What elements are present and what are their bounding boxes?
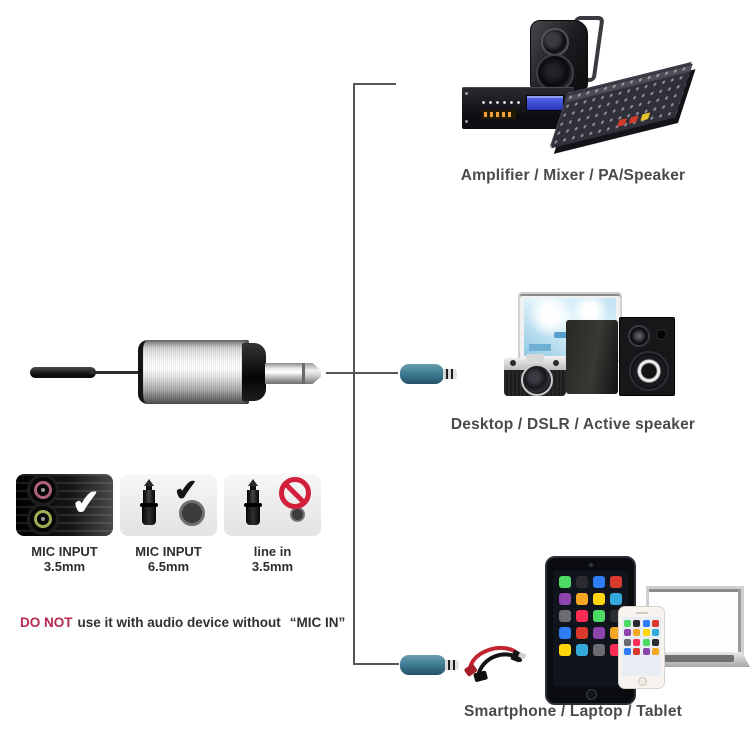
line-jack-green-icon	[30, 506, 56, 532]
check-icon: ✔	[70, 483, 102, 523]
tile-line-in-3.5mm	[224, 474, 321, 536]
tile-mic-input-6.5mm: ✔	[120, 474, 217, 536]
jack-hole-icon	[179, 500, 205, 526]
connector-branch-bottom	[353, 663, 399, 665]
tile-mic-input-3.5mm: ✔	[16, 474, 113, 536]
warning-body: use it with audio device without	[77, 615, 281, 630]
receiver-body	[138, 340, 249, 404]
speaker-front-icon	[619, 317, 675, 396]
splitter-cable-icon	[464, 646, 526, 682]
tablet-app-grid	[553, 571, 628, 661]
plug-shaft-6.35mm	[265, 363, 303, 384]
adapter-6.35-to-3.5-icon	[400, 655, 446, 675]
caption-amplifier: Amplifier / Mixer / PA/Speaker	[460, 167, 686, 184]
caption-smartphone: Smartphone / Laptop / Tablet	[463, 703, 682, 720]
quarter-inch-plug-icon	[242, 479, 264, 531]
prohibited-icon	[279, 477, 311, 509]
smartphone-icon	[618, 606, 665, 689]
dslr-camera-icon	[504, 354, 566, 396]
plug-groove	[302, 363, 305, 384]
rack-amplifier-icon	[462, 87, 574, 129]
jack-hole-icon	[290, 507, 305, 522]
adapter-tip-icon	[445, 660, 459, 670]
warning-emphasis: DO NOT	[20, 615, 73, 630]
target-group-smartphone	[400, 553, 750, 705]
adapter-tip-icon	[443, 369, 457, 379]
connector-branch-top	[355, 83, 396, 85]
warning-quoted: “MIC IN”	[289, 615, 346, 630]
wireless-receiver	[28, 336, 321, 412]
receiver-collar	[242, 343, 266, 401]
mic-jack-pink-icon	[30, 477, 56, 503]
quarter-inch-plug-icon	[138, 479, 160, 531]
warning-text: DO NOT use it with audio device without “M…	[20, 615, 345, 630]
mixing-console-icon	[542, 63, 712, 160]
plug-tip	[305, 363, 321, 384]
adapter-6.35-to-3.5-icon	[400, 364, 444, 384]
antenna-tip	[30, 367, 96, 378]
antenna-rod	[90, 371, 174, 374]
pa-speaker-icon	[530, 20, 588, 92]
connector-branch-middle	[326, 372, 398, 374]
caption-desktop: Desktop / DSLR / Active speaker	[450, 416, 696, 433]
speaker-side-icon	[566, 320, 618, 394]
target-group-amplifier	[430, 12, 730, 162]
check-icon: ✔	[172, 474, 200, 508]
target-group-desktop	[400, 283, 750, 403]
smartphone-app-grid	[622, 617, 661, 658]
connector-vertical-line	[353, 83, 355, 665]
